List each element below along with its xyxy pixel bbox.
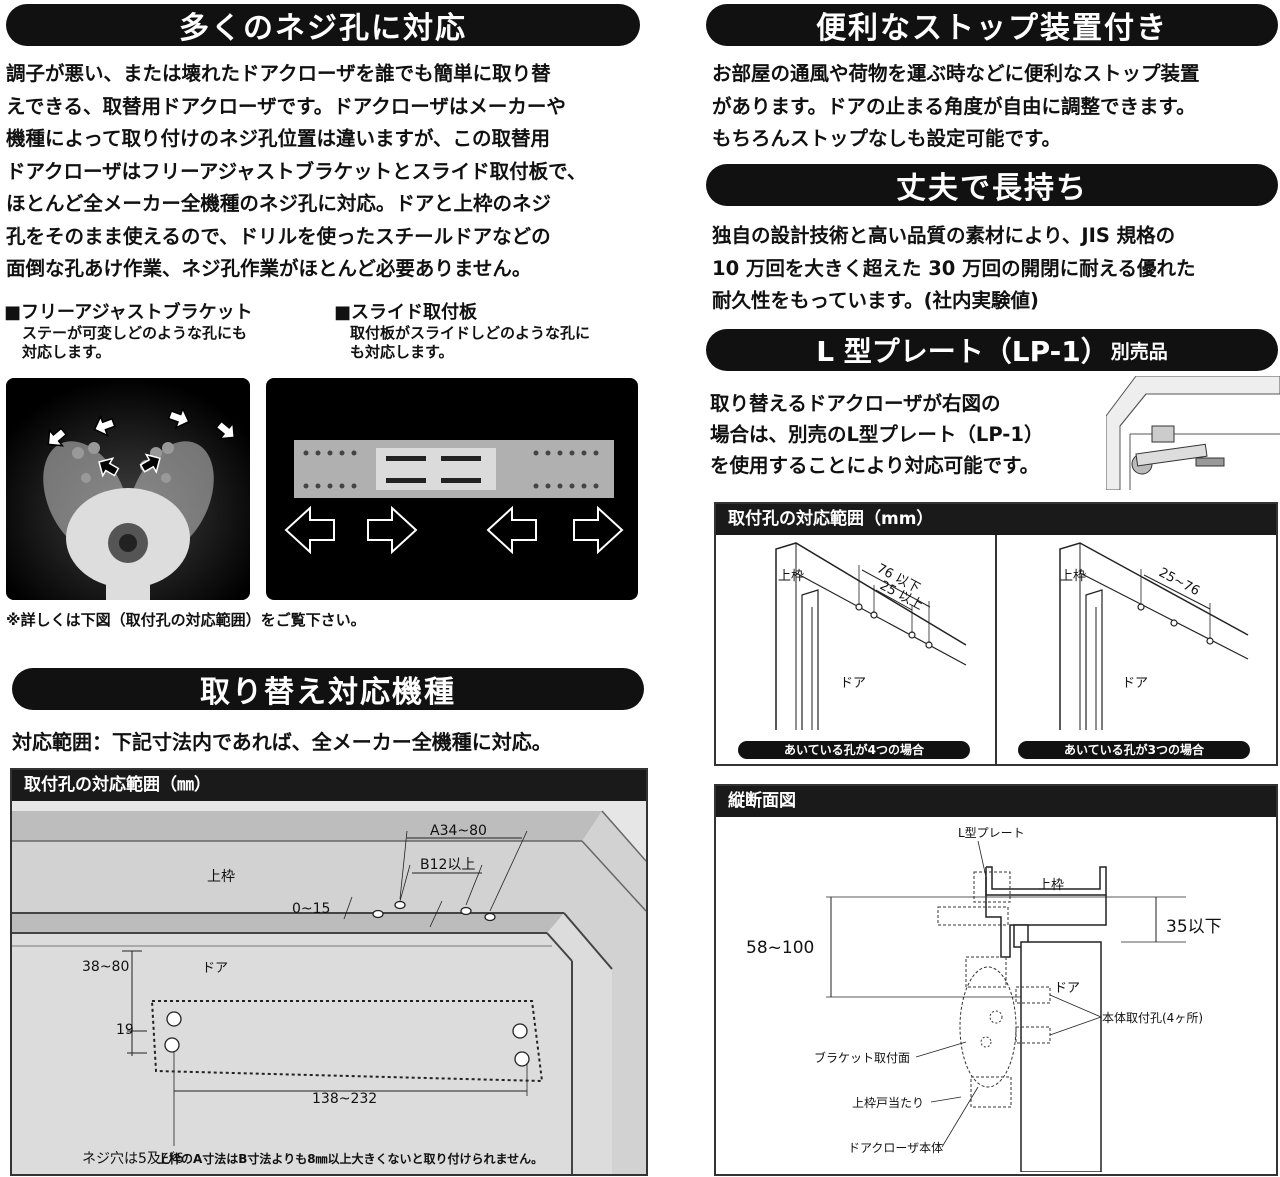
banner-durable-text: 丈夫で長持ち (896, 171, 1088, 206)
banner-multiple-holes-text: 多くのネジ孔に対応 (179, 11, 467, 46)
bracket-photo (6, 378, 250, 600)
feature-slide-title: ■スライド取付板 (334, 302, 478, 323)
intro-line: 面倒な孔あけ作業、ネジ孔作業がほとんど必要ありません。 (6, 257, 532, 280)
section-depth-dimension: 35以下 (1166, 917, 1222, 937)
durable-line: 独自の設計技術と高い品質の素材により、JIS 規格の (712, 224, 1176, 247)
three-holes-caption: あいている孔が3つの場合 (1018, 741, 1250, 759)
panel1-right-door-label: ドア (1122, 676, 1148, 691)
banner-compatible-models-text: 取り替え対応機種 (200, 675, 456, 710)
stop-line: もちろんストップなしも設定可能です。 (712, 127, 1062, 150)
intro-line: ドアクローザはフリーアジャストブラケットとスライド取付板で、 (6, 159, 587, 183)
durable-line: 10 万回を大きく超えた 30 万回の開閉に耐える優れた (712, 256, 1196, 280)
diagram-gap-dimension: 19 (116, 1022, 134, 1038)
feature-bracket-desc: ステーが可変しどのような孔にも (22, 324, 248, 342)
section-bracket-label: ブラケット取付面 (814, 1050, 910, 1065)
vertical-section-head: 縦断面図 (716, 786, 1276, 817)
banner-stop-device: 便利なストップ装置付き (706, 4, 1278, 46)
banner-durable: 丈夫で長持ち (706, 164, 1278, 206)
l-plate-illustration (1105, 375, 1280, 491)
feature-bracket-title: ■フリーアジャストブラケット (4, 302, 253, 323)
feature-slide-desc: 取付板がスライドしどのような孔に (350, 324, 591, 342)
intro-line: 調子が悪い、または壊れたドアクローザを誰でも簡単に取り替 (6, 62, 551, 85)
four-holes-caption: あいている孔が4つの場合 (738, 741, 970, 759)
banner-multiple-holes: 多くのネジ孔に対応 (6, 4, 640, 46)
intro-line: 機種によって取り付けのネジ孔位置は違いますが、この取替用 (6, 127, 551, 150)
panel1-left-frame-label: 上枠 (778, 569, 804, 584)
vertical-section-panel: 縦断面図 58~100 35以下 L型プレート 上枠 ドア 本体取付孔(4ヶ所) (714, 784, 1278, 1176)
diagram-footnote: 上枠のA寸法はB寸法よりも8㎜以上大きくないと取り付けられません。 (157, 1152, 544, 1166)
compatible-range-text: 対応範囲：下記寸法内であれば、全メーカー全機種に対応。 (12, 730, 552, 754)
banner-compatible-models: 取り替え対応機種 (12, 668, 644, 710)
panel1-right-frame-label: 上枠 (1060, 569, 1086, 584)
diagram-b-dimension: B12以上 (420, 857, 475, 873)
feature-bracket: ■フリーアジャストブラケット ステーが可変しどのような孔にも 対応します。 (4, 298, 324, 362)
stop-line: お部屋の通風や荷物を運ぶ時などに便利なストップ装置 (712, 62, 1200, 85)
diagram-height-dimension: 38~80 (82, 959, 129, 975)
stop-line: があります。ドアの止まる角度が自由に調整できます。 (712, 94, 1196, 118)
panel1-left-door-label: ドア (840, 676, 866, 691)
diagram-door-label: ドア (202, 961, 228, 976)
see-diagram-note: ※詳しくは下図（取付孔の対応範囲）をご覧下さい。 (6, 611, 366, 629)
section-height-dimension: 58~100 (746, 938, 814, 958)
section-stop-label: 上枠戸当たり (852, 1096, 924, 1110)
diagram-offset-dimension: 0~15 (292, 901, 330, 917)
stop-device-paragraph: お部屋の通風や荷物を運ぶ時などに便利なストップ装置 があります。ドアの止まる角度… (712, 58, 1278, 156)
mounting-range-panel-mm: 取付孔の対応範囲（mm） 上枠 ドア 76 以下 25 以上 あいている孔が4つ… (714, 502, 1278, 766)
l-plate-line: 場合は、別売のL型プレート（LP-1） (710, 423, 1044, 446)
intro-line: えできる、取替用ドアクローザです。ドアクローザはメーカーや (6, 94, 566, 118)
banner-l-plate-sub: 別売品 (1110, 340, 1168, 363)
durable-line: 耐久性をもっています。(社内実験値) (712, 289, 1039, 312)
mounting-hole-range-panel: 取付孔の対応範囲（㎜） 上枠 A34~80 B12以上 0~15 ドア (10, 768, 648, 1176)
mounting-range-panel-head: 取付孔の対応範囲（mm） (716, 504, 1276, 535)
banner-stop-device-text: 便利なストップ装置付き (816, 11, 1168, 46)
slide-plate-photo (266, 378, 638, 600)
diagram-a-dimension: A34~80 (430, 823, 487, 839)
section-door-label: ドア (1054, 981, 1080, 996)
intro-line: 孔をそのまま使えるので、ドリルを使ったスチールドアなどの (6, 224, 551, 248)
l-plate-line: を使用することにより対応可能です。 (710, 454, 1040, 477)
section-body-label: ドアクローザ本体 (848, 1141, 943, 1155)
l-plate-paragraph: 取り替えるドアクローザが右図の 場合は、別売のL型プレート（LP-1） を使用す… (710, 388, 1100, 481)
feature-slide-desc: も対応します。 (350, 343, 454, 361)
banner-l-plate-text: L 型プレート（LP-1） (816, 335, 1109, 368)
section-l-plate-label: L型プレート (958, 826, 1025, 840)
l-plate-line: 取り替えるドアクローザが右図の (710, 392, 1001, 415)
intro-paragraph: 調子が悪い、または壊れたドアクローザを誰でも簡単に取り替 えできる、取替用ドアク… (6, 58, 646, 286)
diagram-screw-note: ネジ穴は5及び6 (82, 1151, 184, 1167)
panel1-right-dim1: 25~76 (1156, 565, 1202, 599)
banner-l-plate: L 型プレート（LP-1） 別売品 (706, 329, 1278, 371)
feature-slide-plate: ■スライド取付板 取付板がスライドしどのような孔に も対応します。 (334, 298, 644, 362)
diagram-width-dimension: 138~232 (312, 1091, 377, 1107)
mounting-hole-range-head: 取付孔の対応範囲（㎜） (12, 770, 646, 801)
feature-bracket-desc: 対応します。 (22, 343, 111, 361)
durable-paragraph: 独自の設計技術と高い品質の素材により、JIS 規格の 10 万回を大きく超えた … (712, 220, 1278, 318)
diagram-top-frame-label: 上枠 (207, 869, 235, 885)
section-frame-label: 上枠 (1038, 878, 1064, 893)
section-holes-label: 本体取付孔(4ヶ所) (1102, 1011, 1203, 1025)
intro-line: ほとんど全メーカー全機種のネジ孔に対応。ドアと上枠のネジ (6, 192, 552, 215)
